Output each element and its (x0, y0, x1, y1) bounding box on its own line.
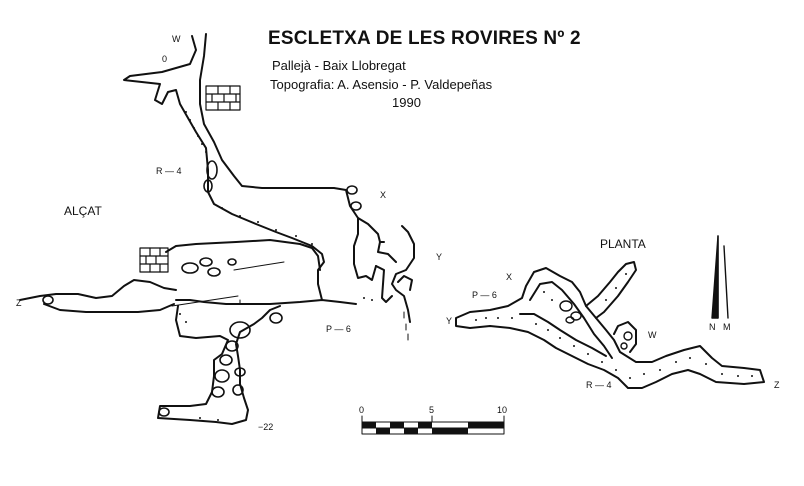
elevation-main-chamber-ceiling (165, 239, 321, 271)
plan-mark-r4: R — 4 (586, 380, 612, 390)
north-arrow (711, 235, 729, 319)
plan-label: PLANTA (600, 237, 646, 251)
plan-section (455, 261, 765, 389)
location-text: Pallejà - Baix Llobregat (272, 58, 406, 73)
plan-side-branch (585, 261, 637, 319)
elevation-lower-shaft (157, 305, 281, 425)
elevation-y-chamber (391, 225, 415, 323)
elevation-section (19, 33, 415, 425)
scale-tick-0: 0 (359, 405, 365, 415)
north-arrow-m: M (723, 322, 731, 332)
map-title: ESCLETXA DE LES ROVIRES Nº 2 (268, 28, 581, 49)
plan-mark-y: Y (446, 316, 453, 326)
plan-inner-wall (529, 281, 613, 359)
plan-mark-p6: P — 6 (472, 290, 497, 300)
elevation-main-chamber-floor (175, 299, 357, 305)
elevation-right-wall (199, 33, 377, 281)
plan-outer-wall (455, 267, 765, 389)
plan-mark-x: X (506, 272, 513, 282)
elevation-mark-z: Z (16, 298, 22, 308)
survey-credit: Topografia: A. Asensio - P. Valdepeñas (270, 77, 493, 92)
elevation-mark-r4: R — 4 (156, 166, 182, 176)
plan-sediment-stipple (475, 273, 753, 379)
elevation-survey-lines (171, 261, 409, 341)
plan-mark-w: W (648, 330, 657, 340)
elevation-label: ALÇAT (64, 204, 102, 218)
elevation-mark-y: Y (436, 252, 443, 262)
north-arrow-n: N (709, 322, 716, 332)
elevation-mark-w: W (172, 34, 181, 44)
elevation-mark-zero: 0 (162, 54, 168, 64)
elevation-mark-p6: P — 6 (326, 324, 351, 334)
elevation-left-passage (19, 279, 177, 301)
elevation-brick-walls (139, 85, 241, 273)
elevation-left-wall (123, 35, 325, 301)
elevation-sediment-stipple (179, 111, 373, 421)
elevation-mark-x: X (380, 190, 387, 200)
elevation-boulders (42, 160, 362, 417)
plan-mark-z: Z (774, 380, 780, 390)
elevation-mark-depth: −22 (258, 422, 274, 432)
plan-w-chamber (613, 321, 637, 353)
scale-tick-5: 5 (429, 405, 435, 415)
scale-tick-10: 10 (497, 405, 508, 415)
elevation-x-branch (357, 217, 397, 263)
plan-boulders (559, 300, 633, 350)
scale-bar (361, 415, 505, 435)
survey-year: 1990 (392, 95, 421, 110)
